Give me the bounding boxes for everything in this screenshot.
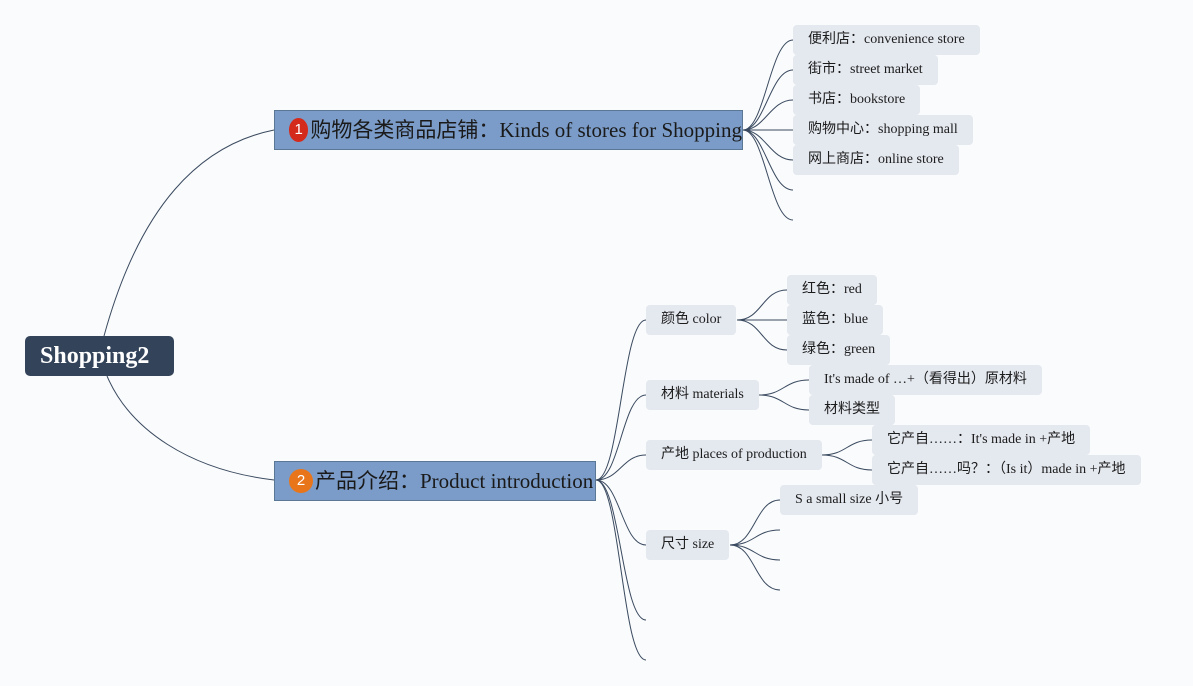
- subtopic-red[interactable]: 红色：red: [787, 275, 877, 305]
- subtopic-made-in[interactable]: 它产自……：It's made in +产地: [872, 425, 1091, 455]
- subtopic-places-of-production[interactable]: 产地 places of production: [646, 440, 822, 470]
- subtopic-online-store[interactable]: 网上商店：online store: [793, 145, 959, 175]
- main-topic-stores[interactable]: 1 购物各类商品店铺：Kinds of stores for Shopping: [274, 110, 743, 150]
- subtopic-material-type[interactable]: 材料类型: [809, 395, 895, 425]
- subtopic-small-size[interactable]: S a small size 小号: [780, 485, 919, 515]
- main-topic-product-introduction[interactable]: 2 产品介绍：Product introduction: [274, 461, 596, 501]
- subtopic-green[interactable]: 绿色：green: [787, 335, 891, 365]
- priority-2-icon: 2: [289, 469, 313, 493]
- subtopic-color[interactable]: 颜色 color: [646, 305, 737, 335]
- main-topic-label: 产品介绍：Product introduction: [315, 469, 594, 493]
- root-topic[interactable]: Shopping2: [25, 336, 174, 376]
- subtopic-is-it-made-in[interactable]: 它产自……吗？：（Is it）made in +产地: [872, 455, 1141, 485]
- subtopic-blue[interactable]: 蓝色：blue: [787, 305, 884, 335]
- subtopic-materials[interactable]: 材料 materials: [646, 380, 759, 410]
- subtopic-size[interactable]: 尺寸 size: [646, 530, 730, 560]
- subtopic-made-of[interactable]: It's made of …+（看得出）原材料: [809, 365, 1042, 395]
- subtopic-convenience-store[interactable]: 便利店：convenience store: [793, 25, 980, 55]
- subtopic-shopping-mall[interactable]: 购物中心：shopping mall: [793, 115, 973, 145]
- priority-1-icon: 1: [289, 118, 309, 142]
- subtopic-street-market[interactable]: 街市：street market: [793, 55, 938, 85]
- subtopic-bookstore[interactable]: 书店：bookstore: [793, 85, 921, 115]
- main-topic-label: 购物各类商品店铺：Kinds of stores for Shopping: [310, 118, 742, 142]
